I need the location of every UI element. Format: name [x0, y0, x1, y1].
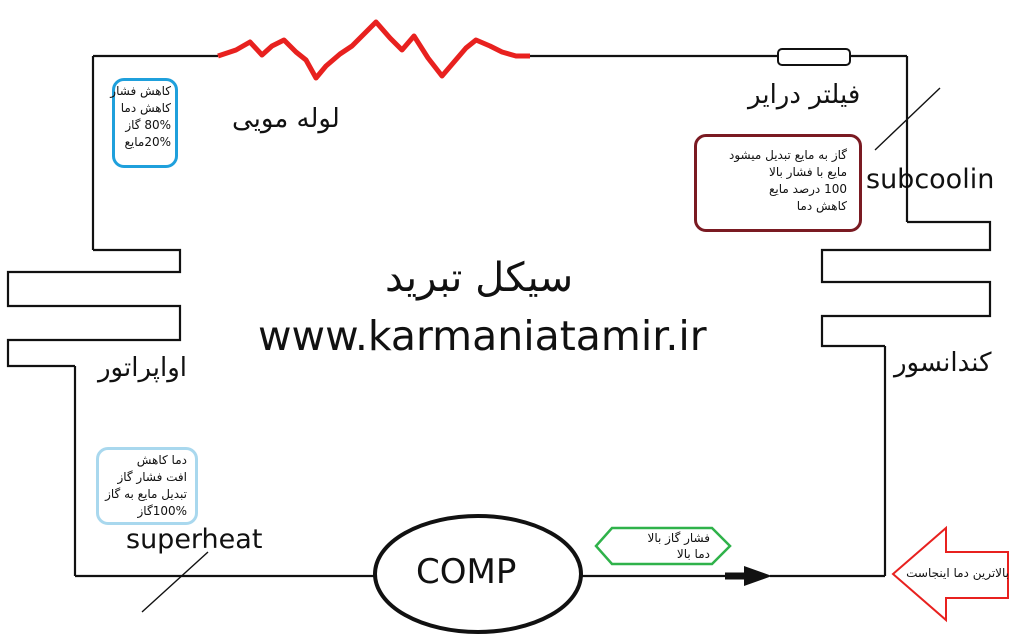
- capillary-note-line: کاهش دما: [120, 101, 171, 115]
- condenser-note-line: مایع با فشار بالا: [769, 165, 847, 179]
- discharge-note-text: فشار گاز بالا دما بالا: [618, 530, 710, 562]
- evaporator-label: اواپراتور: [98, 353, 188, 383]
- superheat-label: superheat: [126, 524, 263, 555]
- filter-dryer-label: فیلتر درایر: [748, 80, 861, 110]
- subcooling-label: subcoolin: [866, 164, 995, 195]
- capillary-label: لوله مویی: [232, 104, 340, 134]
- capillary-note-line: 20%مایع: [124, 135, 171, 149]
- hot-spot-arrow: [891, 525, 1009, 623]
- condenser-note-line: گاز به مایع تبدیل میشود: [729, 148, 847, 162]
- condenser-note-line: کاهش دما: [796, 199, 847, 213]
- subcooling-pointer: [874, 87, 941, 151]
- compressor-label: COMP: [416, 552, 517, 592]
- evaporator-note-line: دما کاهش: [136, 453, 187, 467]
- evaporator-note-line: 100%گاز: [137, 504, 187, 518]
- capillary-note-line: 80% گاز: [125, 118, 171, 132]
- condenser-coil: [820, 220, 992, 348]
- filter-dryer-shape: [777, 48, 851, 66]
- discharge-note-line: دما بالا: [676, 547, 710, 561]
- diagram-title: سیکل تبرید: [385, 255, 574, 301]
- capillary-note-box: کاهش فشار کاهش دما 80% گاز 20%مایع: [110, 78, 178, 168]
- discharge-arrow-head: [744, 566, 772, 586]
- evaporator-coil: [6, 248, 182, 368]
- website-text: www.karmaniatamir.ir: [258, 312, 707, 360]
- condenser-note-box: گاز به مایع تبدیل میشود مایع با فشار بال…: [694, 134, 862, 232]
- evaporator-note-box: دما کاهش افت فشار گاز تبدیل مایع به گاز …: [96, 447, 198, 525]
- capillary-note-line: کاهش فشار: [110, 84, 171, 98]
- discharge-note-shape: [594, 526, 732, 566]
- hot-spot-note: بالاترین دما اینجاست: [906, 566, 1009, 580]
- discharge-note-line: فشار گاز بالا: [647, 531, 710, 545]
- evaporator-note-line: تبدیل مایع به گاز: [105, 487, 187, 501]
- condenser-label: کندانسور: [894, 348, 992, 378]
- compressor-shape: [373, 514, 583, 634]
- condenser-note-line: 100 درصد مایع: [769, 182, 847, 196]
- capillary-tube: [217, 19, 530, 81]
- evaporator-note-line: افت فشار گاز: [117, 470, 187, 484]
- superheat-pointer: [141, 551, 209, 613]
